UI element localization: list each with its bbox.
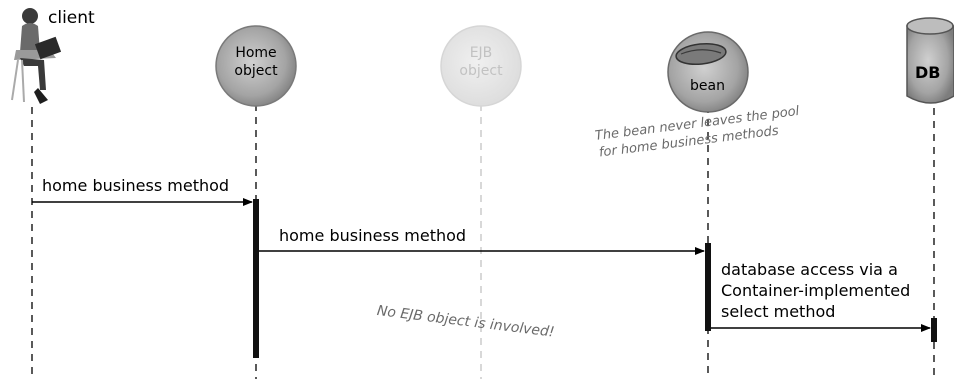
db-access-line3: select method [721,302,836,321]
db-access-line2: Container-implemented [721,281,911,300]
lifelines [31,104,935,379]
ejb-object-label-line2: object [459,63,503,79]
db-activation-bar [931,318,937,342]
home-object-label-line1: Home [235,45,277,61]
bean-label: bean [690,78,725,94]
client-label: client [48,8,95,28]
message-label-home-to-bean: home business method [279,226,467,245]
home-object-label-line2: object [234,63,278,79]
bean-activation-bar [705,243,711,331]
message-label-bean-to-db: database access via a Container-implemen… [721,259,910,322]
ejb-object-sphere [440,25,522,107]
ejb-object-label: EJB object [441,44,521,80]
ejb-object-label-line1: EJB [469,45,493,61]
home-object-sphere [215,25,297,107]
home-activation-bar [253,199,259,358]
db-label: DB [915,63,941,82]
db-access-line1: database access via a [721,260,898,279]
message-label-client-to-home: home business method [42,176,230,195]
database-cylinder-icon [906,17,954,104]
home-object-label: Home object [216,44,296,80]
bean-icon [675,42,727,66]
person-with-laptop-icon [11,8,62,104]
